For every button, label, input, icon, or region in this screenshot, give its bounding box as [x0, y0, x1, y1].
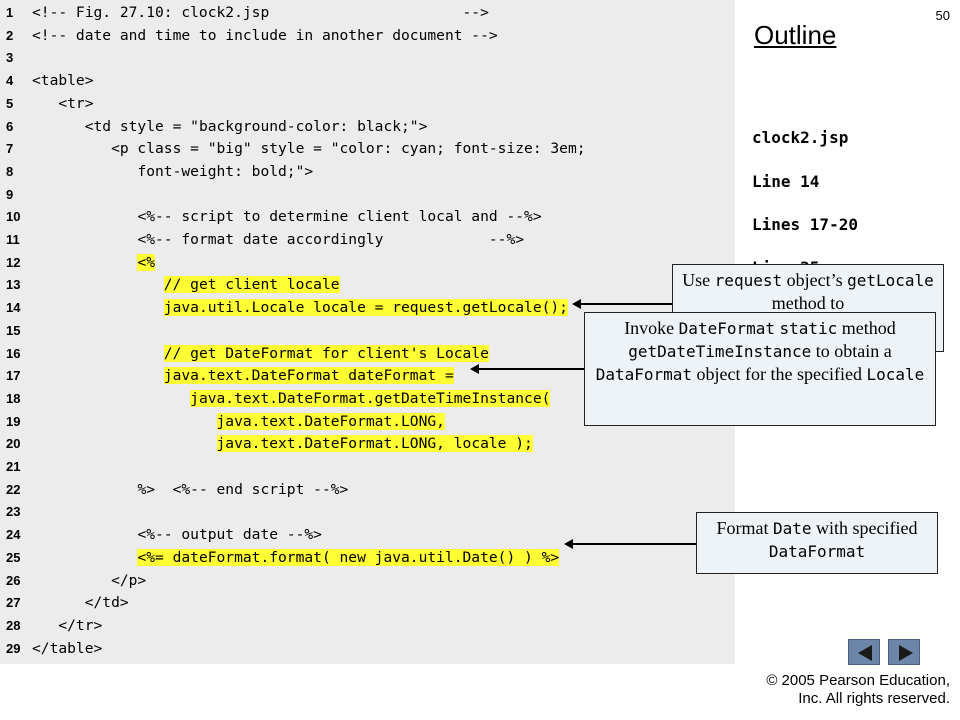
outline-label-line14: Line 14: [752, 172, 820, 191]
line-number: 24: [6, 527, 21, 543]
line-number: 10: [6, 209, 21, 225]
prev-slide-button[interactable]: [848, 639, 880, 665]
line-number: 9: [6, 186, 14, 202]
code-text: java.text.DateFormat.LONG, locale );: [216, 435, 533, 453]
line-number: 25: [6, 549, 21, 565]
code-line: 24 <%-- output date --%>: [0, 523, 735, 546]
code-text: java.text.DateFormat dateFormat =: [163, 367, 454, 385]
line-number: 2: [6, 27, 14, 43]
code-text: <table>: [32, 72, 94, 90]
code-text: <%: [137, 253, 156, 271]
code-line: 5 <tr>: [0, 92, 735, 115]
code-line: 23: [0, 500, 735, 523]
line-number: 23: [6, 504, 21, 520]
code-line: 25 <%= dateFormat.format( new java.util.…: [0, 546, 735, 569]
code-text: <!-- Fig. 27.10: clock2.jsp -->: [32, 4, 489, 21]
code-line: 13 // get client locale: [0, 273, 735, 296]
code-line: 16 // get DateFormat for client's Locale: [0, 342, 735, 365]
callout-getdatetimeinstance: Invoke DateFormat static method getDateT…: [584, 312, 936, 426]
line-number: 4: [6, 73, 14, 89]
arrow-line25: [564, 539, 696, 549]
line-number: 14: [6, 300, 21, 316]
code-text: font-weight: bold;">: [137, 162, 314, 180]
code-text: <p class = "big" style = "color: cyan; f…: [111, 140, 586, 158]
copyright-line-2: Inc. All rights reserved.: [798, 690, 950, 707]
code-text: <%= dateFormat.format( new java.util.Dat…: [137, 548, 560, 566]
code-text: <%-- format date accordingly --%>: [137, 231, 525, 248]
code-text: <tr>: [58, 94, 94, 112]
code-text: <td style = "background-color: black;">: [84, 117, 428, 135]
code-text: java.text.DateFormat.getDateTimeInstance…: [190, 389, 551, 407]
code-line: 12 <%: [0, 251, 735, 274]
code-text: // get DateFormat for client's Locale: [163, 344, 489, 362]
code-text: </tr>: [58, 616, 103, 634]
next-arrow-icon: [899, 645, 913, 661]
line-number: 19: [6, 413, 21, 429]
line-number: 1: [6, 5, 14, 20]
line-number: 6: [6, 118, 14, 134]
code-text: java.util.Locale locale = request.getLoc…: [163, 299, 568, 317]
code-line: 7 <p class = "big" style = "color: cyan;…: [0, 137, 735, 160]
previous-arrow-icon: [858, 645, 872, 661]
code-line: 11 <%-- format date accordingly --%>: [0, 228, 735, 251]
code-line: 17 java.text.DateFormat dateFormat =: [0, 364, 735, 387]
copyright: © 2005 Pearson Education, Inc. All right…: [766, 672, 950, 708]
line-number: 5: [6, 95, 14, 111]
code-line: 6 <td style = "background-color: black;"…: [0, 115, 735, 138]
line-number: 15: [6, 322, 21, 338]
arrow-lines17-20: [470, 364, 584, 374]
code-line: 2 <!-- date and time to include in anothe…: [0, 24, 735, 47]
code-text: </td>: [84, 594, 129, 612]
code-text: // get client locale: [163, 276, 340, 294]
code-line: 27 </td>: [0, 591, 735, 614]
code-line: 3: [0, 46, 735, 69]
code-text: java.text.DateFormat.LONG,: [216, 412, 445, 430]
code-line: 18 java.text.DateFormat.getDateTimeInsta…: [0, 387, 735, 410]
line-number: 20: [6, 436, 21, 452]
outline-title[interactable]: Outline: [754, 20, 837, 50]
page-number: 50: [935, 8, 950, 23]
code-line: 22 %> <%-- end script --%>: [0, 478, 735, 501]
line-number: 7: [6, 141, 14, 157]
code-line: 8 font-weight: bold;">: [0, 160, 735, 183]
code-line: 10 <%-- script to determine client local…: [0, 205, 735, 228]
line-number: 11: [6, 232, 20, 247]
line-number: 29: [6, 640, 21, 656]
code-line: 28 </tr>: [0, 614, 735, 637]
code-line: 19 java.text.DateFormat.LONG,: [0, 410, 735, 433]
callout-format-date: Format Date with specified DataFormat: [696, 512, 938, 574]
code-text: <!-- date and time to include in another…: [32, 26, 498, 44]
line-number: 28: [6, 617, 21, 633]
code-text: %> <%-- end script --%>: [137, 480, 349, 498]
next-slide-button[interactable]: [888, 639, 920, 665]
line-number: 18: [6, 390, 21, 406]
line-number: 22: [6, 481, 21, 497]
outline-label-lines17-20: Lines 17-20: [752, 215, 858, 234]
arrow-line14: [572, 299, 672, 309]
code-line: 14 java.util.Locale locale = request.get…: [0, 296, 735, 319]
code-text: <%-- output date --%>: [137, 526, 322, 544]
code-line: 29 </table>: [0, 637, 735, 660]
line-number: 26: [6, 572, 21, 588]
line-number: 12: [6, 254, 21, 270]
code-line: 15: [0, 319, 735, 342]
copyright-line-1: © 2005 Pearson Education,: [766, 672, 950, 689]
line-number: 27: [6, 595, 21, 611]
code-line: 4 <table>: [0, 69, 735, 92]
code-line: 1 <!-- Fig. 27.10: clock2.jsp -->: [0, 1, 735, 24]
line-number: 16: [6, 345, 21, 361]
line-number: 8: [6, 163, 14, 179]
code-line: 26 </p>: [0, 569, 735, 592]
line-number: 13: [6, 277, 21, 293]
code-line: 9: [0, 183, 735, 206]
outline-label-file: clock2.jsp: [752, 128, 849, 147]
code-text: <%-- script to determine client local an…: [137, 208, 542, 226]
line-number: 17: [6, 368, 21, 384]
code-text: </p>: [111, 571, 147, 589]
line-number: 21: [6, 459, 21, 474]
code-text: </table>: [32, 639, 103, 657]
code-line: 21: [0, 455, 735, 478]
line-number: 3: [6, 50, 14, 66]
code-line: 20 java.text.DateFormat.LONG, locale );: [0, 432, 735, 455]
